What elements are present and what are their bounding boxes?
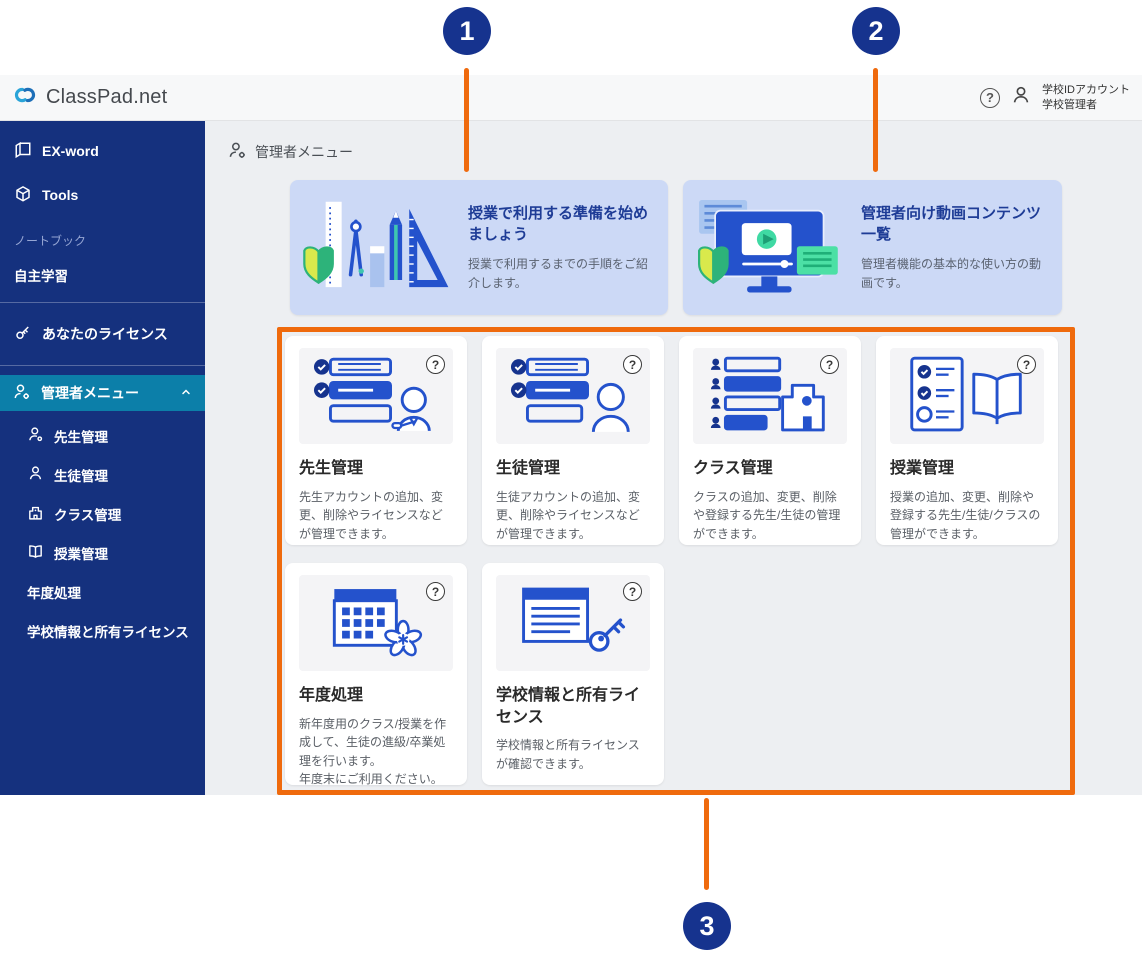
calendar-sakura-illustration: ? [299, 575, 453, 671]
sidebar-item-class-mgmt[interactable]: クラス管理 [0, 494, 205, 533]
classpad-chain-icon [12, 82, 38, 113]
admin-user-gear-icon [13, 383, 31, 404]
header-right: ? 学校IDアカウント 学校管理者 [980, 83, 1130, 112]
sidebar-item-tools[interactable]: Tools [0, 173, 205, 217]
account-info[interactable]: 学校IDアカウント 学校管理者 [1042, 83, 1130, 112]
user-icon[interactable] [1010, 84, 1032, 111]
card-title: 年度処理 [299, 687, 364, 704]
card-title: 学校情報と所有ライセンス [496, 687, 641, 726]
account-name: 学校管理者 [1042, 98, 1097, 111]
banner-desc: 管理者機能の基本的な使い方の動画です。 [861, 257, 1042, 290]
cube-icon [14, 185, 32, 206]
logo-text: ClassPad.net [46, 86, 168, 108]
sidebar-item-student-mgmt[interactable]: 生徒管理 [0, 455, 205, 494]
card-help-icon[interactable]: ? [426, 582, 445, 601]
annotation-line-3 [704, 798, 709, 890]
sidebar-divider [0, 365, 205, 366]
school-building-icon [27, 504, 44, 524]
card-desc: 新年度用のクラス/授業を作成して、生徒の進級/卒業処理を行います。 年度末にご利… [299, 716, 447, 787]
banner-desc: 授業で利用するまでの手順をご紹介します。 [468, 257, 649, 290]
sidebar-item-label: クラス管理 [54, 507, 122, 523]
annotation-line-1 [464, 68, 469, 172]
card-title: 先生管理 [299, 460, 364, 477]
class-list-illustration: ? [693, 348, 847, 444]
sidebar-item-exword[interactable]: EX-word [0, 129, 205, 173]
sidebar-item-lesson-mgmt[interactable]: 授業管理 [0, 533, 205, 572]
main-content: 管理者メニュー [205, 121, 1142, 795]
banner-admin-videos[interactable]: 管理者向け動画コンテンツ一覧 管理者機能の基本的な使い方の動画です。 [683, 180, 1062, 315]
card-class-mgmt[interactable]: ? クラス管理 クラスの追加、変更、削除や登録する先生/生徒の管理ができます。 [679, 336, 861, 545]
sidebar-item-label: あなたのライセンス [42, 326, 168, 342]
sidebar: EX-word Tools ノートブック 自主学習 [0, 121, 205, 795]
sidebar-item-label: 授業管理 [54, 546, 108, 562]
sidebar-item-label: EX-word [42, 143, 99, 159]
annotation-badge-2: 2 [852, 7, 900, 55]
annotation-line-2 [873, 68, 878, 172]
card-year-process[interactable]: ? 年度処理 新年度用のクラス/授業を作成して、生徒の進級/卒業処理を行います。… [285, 563, 467, 786]
lesson-book-illustration: ? [890, 348, 1044, 444]
account-type: 学校IDアカウント [1042, 84, 1130, 97]
help-icon[interactable]: ? [980, 87, 1000, 108]
sidebar-section-notebook: ノートブック [14, 233, 87, 248]
teacher-list-illustration: ? [299, 348, 453, 444]
stationery-illustration [290, 192, 468, 304]
card-title: 授業管理 [890, 460, 955, 477]
sidebar-item-label: 管理者メニュー [41, 385, 139, 401]
card-title: クラス管理 [693, 460, 773, 477]
card-school-info[interactable]: ? 学校情報と所有ライセンス 学校情報と所有ライセンスが確認できます。 [482, 563, 664, 785]
card-lesson-mgmt[interactable]: ? 授業管理 授業の追加、変更、削除や登録する先生/生徒/クラスの管理ができます… [876, 336, 1058, 545]
card-desc: 授業の追加、変更、削除や登録する先生/生徒/クラスの管理ができます。 [890, 489, 1041, 541]
sidebar-item-your-license[interactable]: あなたのライセンス [0, 312, 205, 356]
sidebar-item-admin-menu[interactable]: 管理者メニュー [0, 375, 205, 411]
banner-getting-started[interactable]: 授業で利用する準備を始めましょう 授業で利用するまでの手順をご紹介します。 [290, 180, 668, 315]
sidebar-item-label: 生徒管理 [54, 468, 108, 484]
user-icon [27, 465, 44, 485]
card-help-icon[interactable]: ? [623, 355, 642, 374]
app-window: ClassPad.net ? 学校IDアカウント 学校管理者 [0, 75, 1142, 795]
sidebar-item-teacher-mgmt[interactable]: 先生管理 [0, 416, 205, 455]
card-help-icon[interactable]: ? [426, 355, 445, 374]
page-title: 管理者メニュー [255, 144, 353, 160]
card-desc: 先生アカウントの追加、変更、削除やライセンスなどが管理できます。 [299, 489, 444, 541]
card-help-icon[interactable]: ? [820, 355, 839, 374]
user-gear-icon [27, 426, 44, 446]
chevron-up-icon [180, 385, 192, 401]
card-help-icon[interactable]: ? [1017, 355, 1036, 374]
breadcrumb: 管理者メニュー [228, 141, 353, 163]
dictionary-icon [14, 141, 32, 162]
sidebar-item-label: Tools [42, 187, 79, 203]
sidebar-item-self-study[interactable]: 自主学習 [14, 269, 68, 284]
annotation-badge-1: 1 [443, 7, 491, 55]
card-student-mgmt[interactable]: ? 生徒管理 生徒アカウントの追加、変更、削除やライセンスなどが管理できます。 [482, 336, 664, 545]
card-teacher-mgmt[interactable]: ? 先生管理 先生アカウントの追加、変更、削除やライセンスなどが管理できます。 [285, 336, 467, 545]
banner-title: 授業で利用する準備を始めましょう [468, 204, 649, 244]
key-icon [14, 324, 32, 345]
student-list-illustration: ? [496, 348, 650, 444]
annotation-frame [277, 327, 1075, 795]
sidebar-item-label: 先生管理 [54, 429, 108, 445]
classpad-logo[interactable]: ClassPad.net [12, 82, 167, 113]
card-desc: 生徒アカウントの追加、変更、削除やライセンスなどが管理できます。 [496, 489, 641, 541]
card-title: 生徒管理 [496, 460, 561, 477]
card-help-icon[interactable]: ? [623, 582, 642, 601]
video-monitor-illustration [683, 192, 861, 304]
app-body: EX-word Tools ノートブック 自主学習 [0, 121, 1142, 795]
sidebar-divider [0, 302, 205, 303]
banner-text: 管理者向け動画コンテンツ一覧 管理者機能の基本的な使い方の動画です。 [861, 203, 1062, 293]
banner-title: 管理者向け動画コンテンツ一覧 [861, 204, 1042, 244]
admin-user-gear-icon [228, 141, 247, 163]
admin-card-grid: ? 先生管理 先生アカウントの追加、変更、削除やライセンスなどが管理できます。 [285, 336, 1067, 786]
sidebar-item-school-info[interactable]: 学校情報と所有ライセンス [27, 624, 189, 640]
card-desc: 学校情報と所有ライセンスが確認できます。 [496, 738, 640, 771]
open-book-icon [27, 543, 44, 563]
annotation-badge-3: 3 [683, 902, 731, 950]
top-header: ClassPad.net ? 学校IDアカウント 学校管理者 [0, 75, 1142, 121]
sidebar-item-year-process[interactable]: 年度処理 [27, 585, 81, 601]
license-key-illustration: ? [496, 575, 650, 671]
card-desc: クラスの追加、変更、削除や登録する先生/生徒の管理ができます。 [693, 489, 841, 541]
banner-text: 授業で利用する準備を始めましょう 授業で利用するまでの手順をご紹介します。 [468, 203, 668, 293]
